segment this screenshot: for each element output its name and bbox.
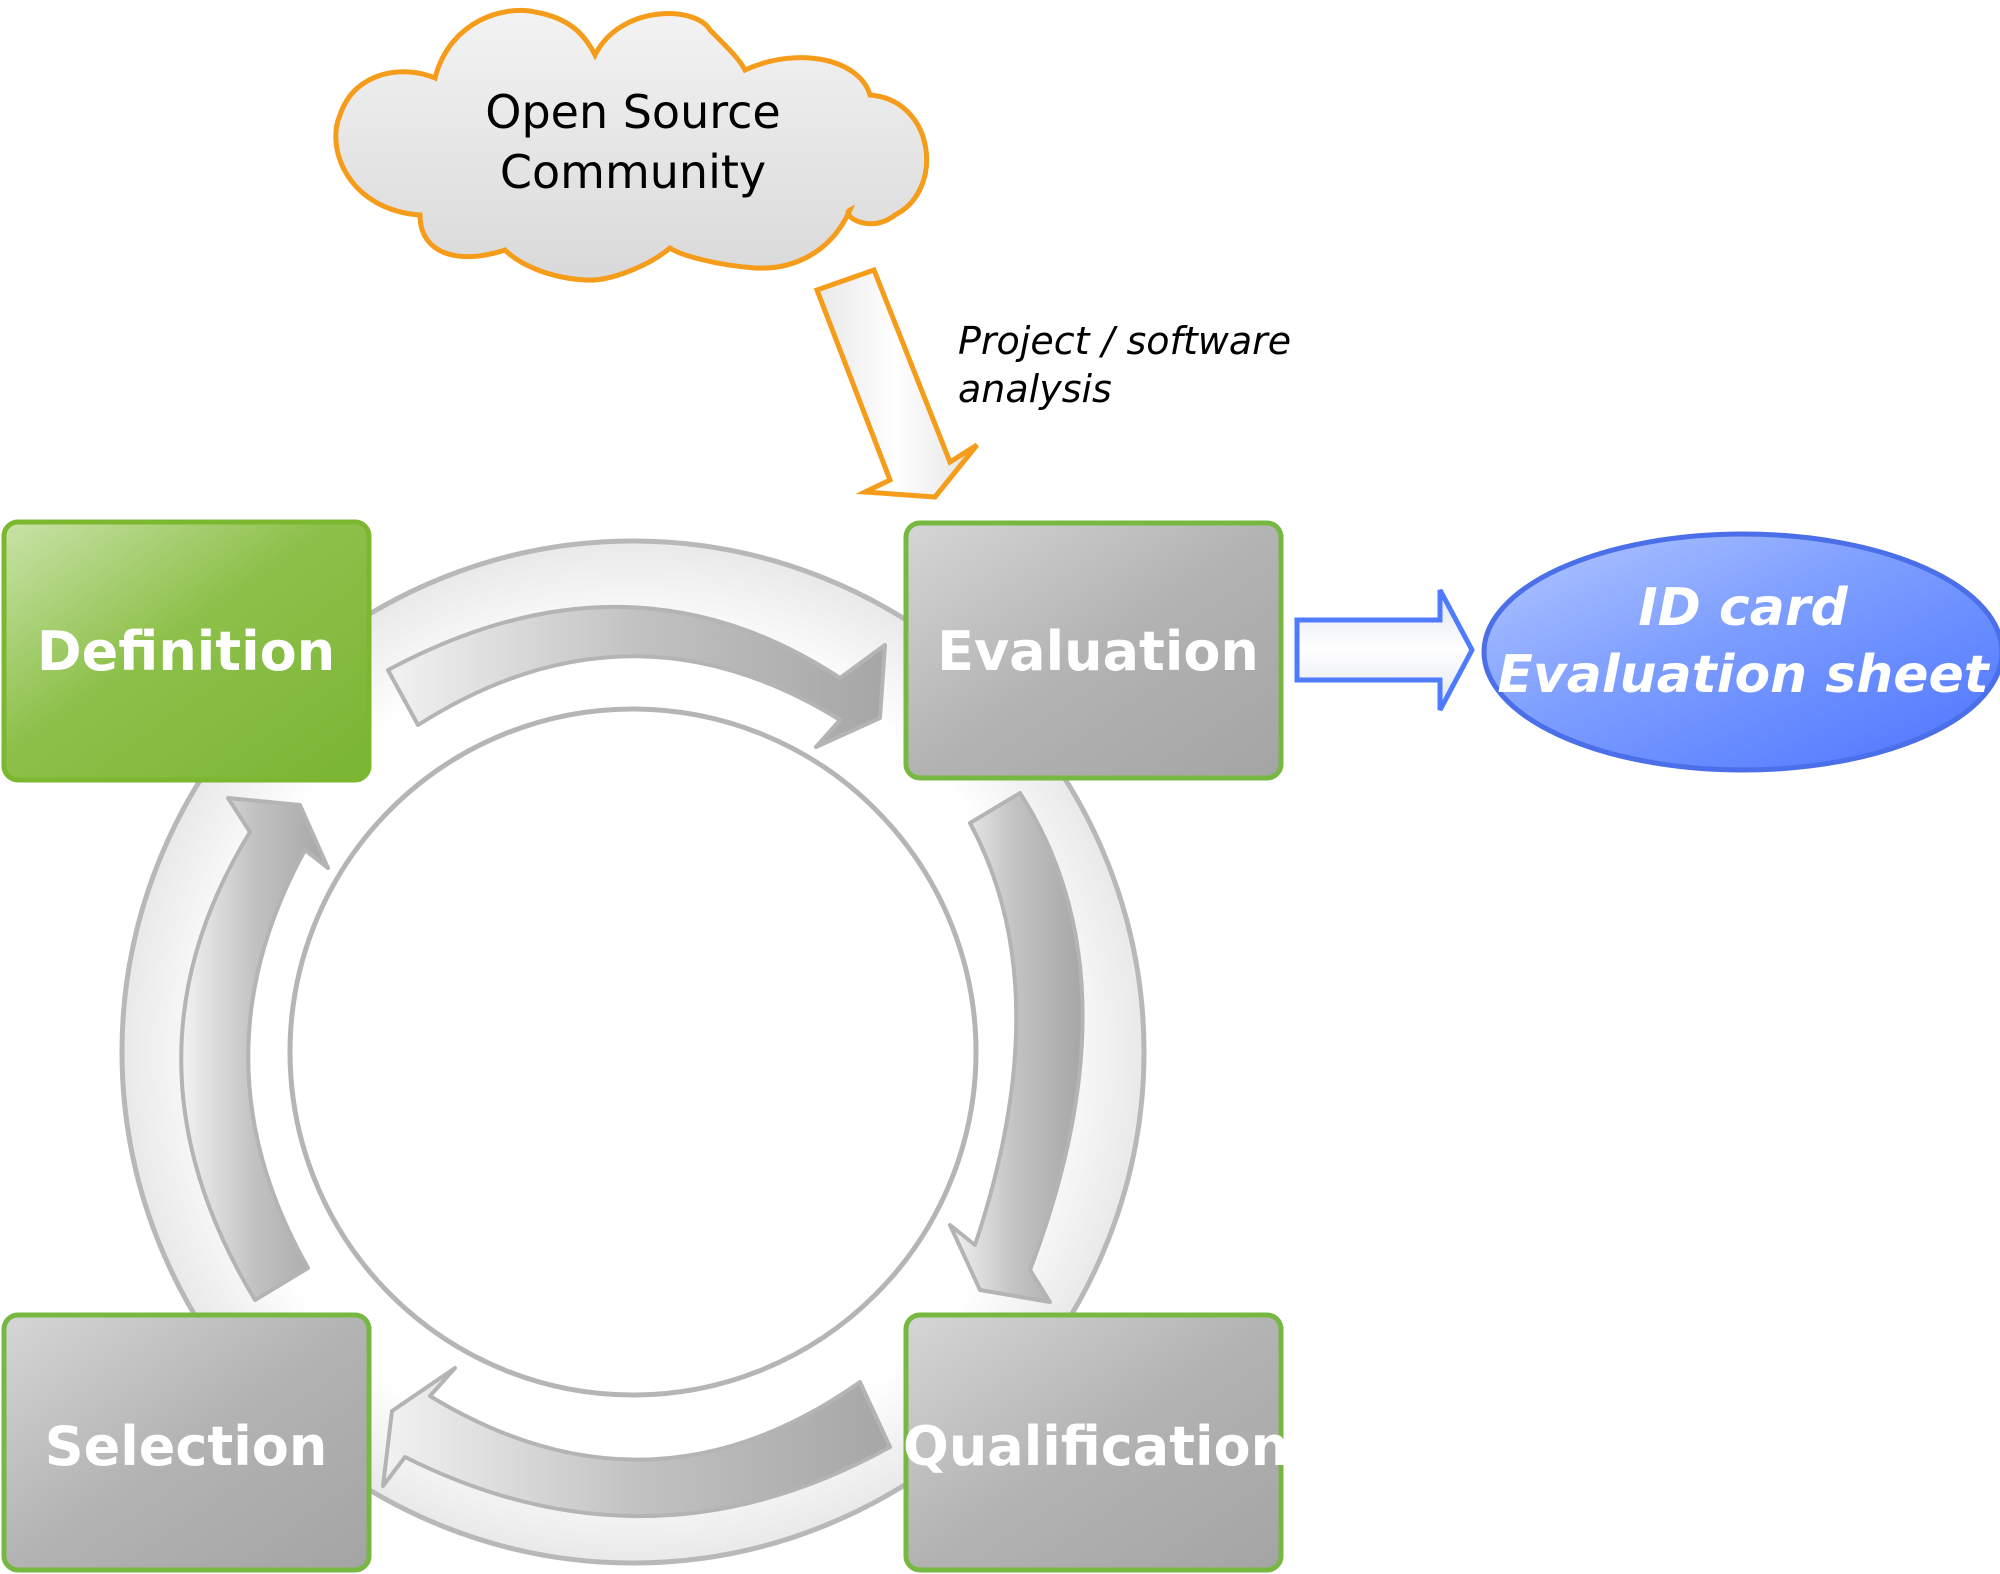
qualification-label: Qualification	[903, 1415, 1289, 1478]
id-card-evaluation-sheet: ID card Evaluation sheet	[1481, 531, 2000, 773]
arrow-evaluation-to-qualification	[948, 791, 1085, 1304]
analysis-note-line2: analysis	[958, 367, 1112, 411]
arrow-qualification-to-selection	[381, 1366, 892, 1519]
analysis-note-line1: Project / software	[958, 319, 1291, 363]
cloud-label-line2: Community	[500, 145, 766, 199]
open-source-community-cloud: Open Source Community	[333, 7, 930, 283]
evaluation-label: Evaluation	[937, 620, 1259, 683]
selection-box: Selection	[1, 1312, 372, 1573]
cycle-arrows	[179, 604, 1085, 1519]
arrow-definition-to-evaluation	[386, 604, 887, 749]
selection-label: Selection	[45, 1415, 328, 1478]
evaluation-box: Evaluation	[903, 520, 1284, 781]
cycle-ring	[119, 538, 1147, 1566]
arrow-selection-to-definition	[179, 796, 330, 1302]
qualification-box: Qualification	[903, 1312, 1289, 1573]
output-label-line2: Evaluation sheet	[1497, 645, 1990, 705]
analysis-arrow	[813, 266, 979, 500]
definition-label: Definition	[37, 620, 335, 683]
definition-box: Definition	[1, 519, 372, 783]
output-arrow	[1294, 588, 1475, 712]
cloud-label-line1: Open Source	[485, 85, 780, 139]
output-label-line1: ID card	[1638, 578, 1848, 638]
